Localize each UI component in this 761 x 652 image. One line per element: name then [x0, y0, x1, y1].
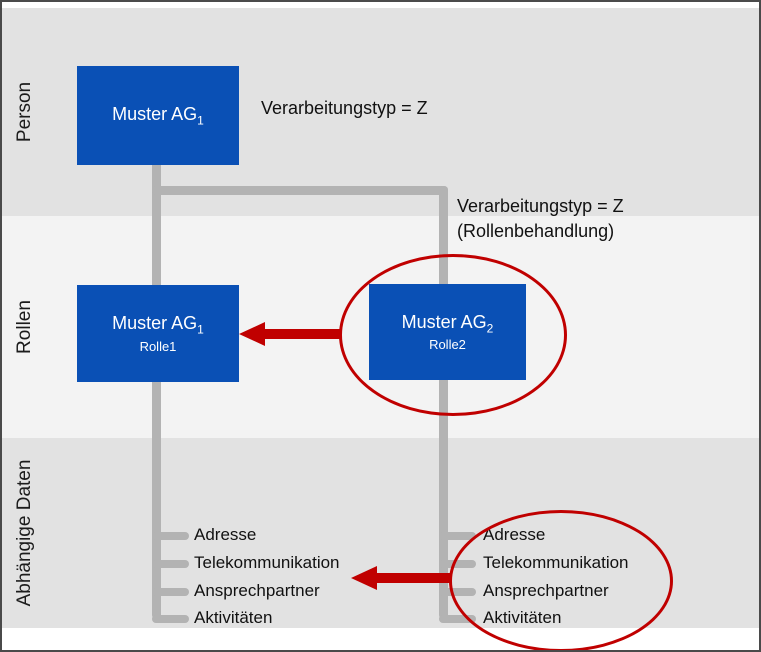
connector-horizontal-elbow	[152, 186, 448, 195]
connector-stub-left-4	[152, 615, 189, 623]
highlight-ellipse-role2	[339, 254, 567, 416]
connector-vertical-left	[152, 160, 161, 619]
arrow-dependent-right-to-left-shaft	[374, 573, 450, 583]
annotation-line-1: Verarbeitungstyp = Z	[457, 196, 624, 216]
entity-box-role1: Muster AG1 Rolle1	[77, 285, 239, 382]
connector-stub-right-4	[439, 615, 476, 623]
dependent-left-item: Ansprechpartner	[194, 581, 320, 600]
arrow-dependent-right-to-left-icon	[351, 566, 377, 590]
entity-name: Muster AG	[112, 103, 198, 124]
entity-role-label: Rolle1	[139, 338, 177, 354]
dependent-left-item: Telekommunikation	[194, 553, 340, 572]
arrow-role2-to-role1-icon	[239, 322, 265, 346]
entity-index: 1	[197, 322, 204, 337]
band-label-rollen: Rollen	[14, 300, 35, 354]
connector-stub-left-1	[152, 532, 189, 540]
annotation-line-2: (Rollenbehandlung)	[457, 221, 615, 241]
entity-name: Muster AG	[112, 313, 198, 334]
connector-stub-left-3	[152, 588, 189, 596]
highlight-ellipse-dependent-right	[449, 510, 673, 650]
entity-box-person: Muster AG1	[77, 66, 239, 165]
entity-index: 1	[197, 113, 204, 128]
dependent-left-item: Adresse	[194, 525, 257, 544]
entity-title: Muster AG1	[112, 312, 204, 338]
arrow-role2-to-role1-shaft	[262, 329, 342, 339]
dependent-left-item: Aktivitäten	[194, 608, 273, 627]
annotation-processing-type-person: Verarbeitungstyp = Z	[261, 98, 428, 118]
connector-stub-right-1	[439, 532, 476, 540]
connector-stub-left-2	[152, 560, 189, 568]
entity-title: Muster AG1	[112, 103, 204, 129]
band-label-dependent: Abhängige Daten	[14, 459, 35, 607]
band-label-person: Person	[14, 81, 35, 143]
annotation-processing-type-role: Verarbeitungstyp = Z (Rollenbehandlung)	[457, 194, 624, 244]
